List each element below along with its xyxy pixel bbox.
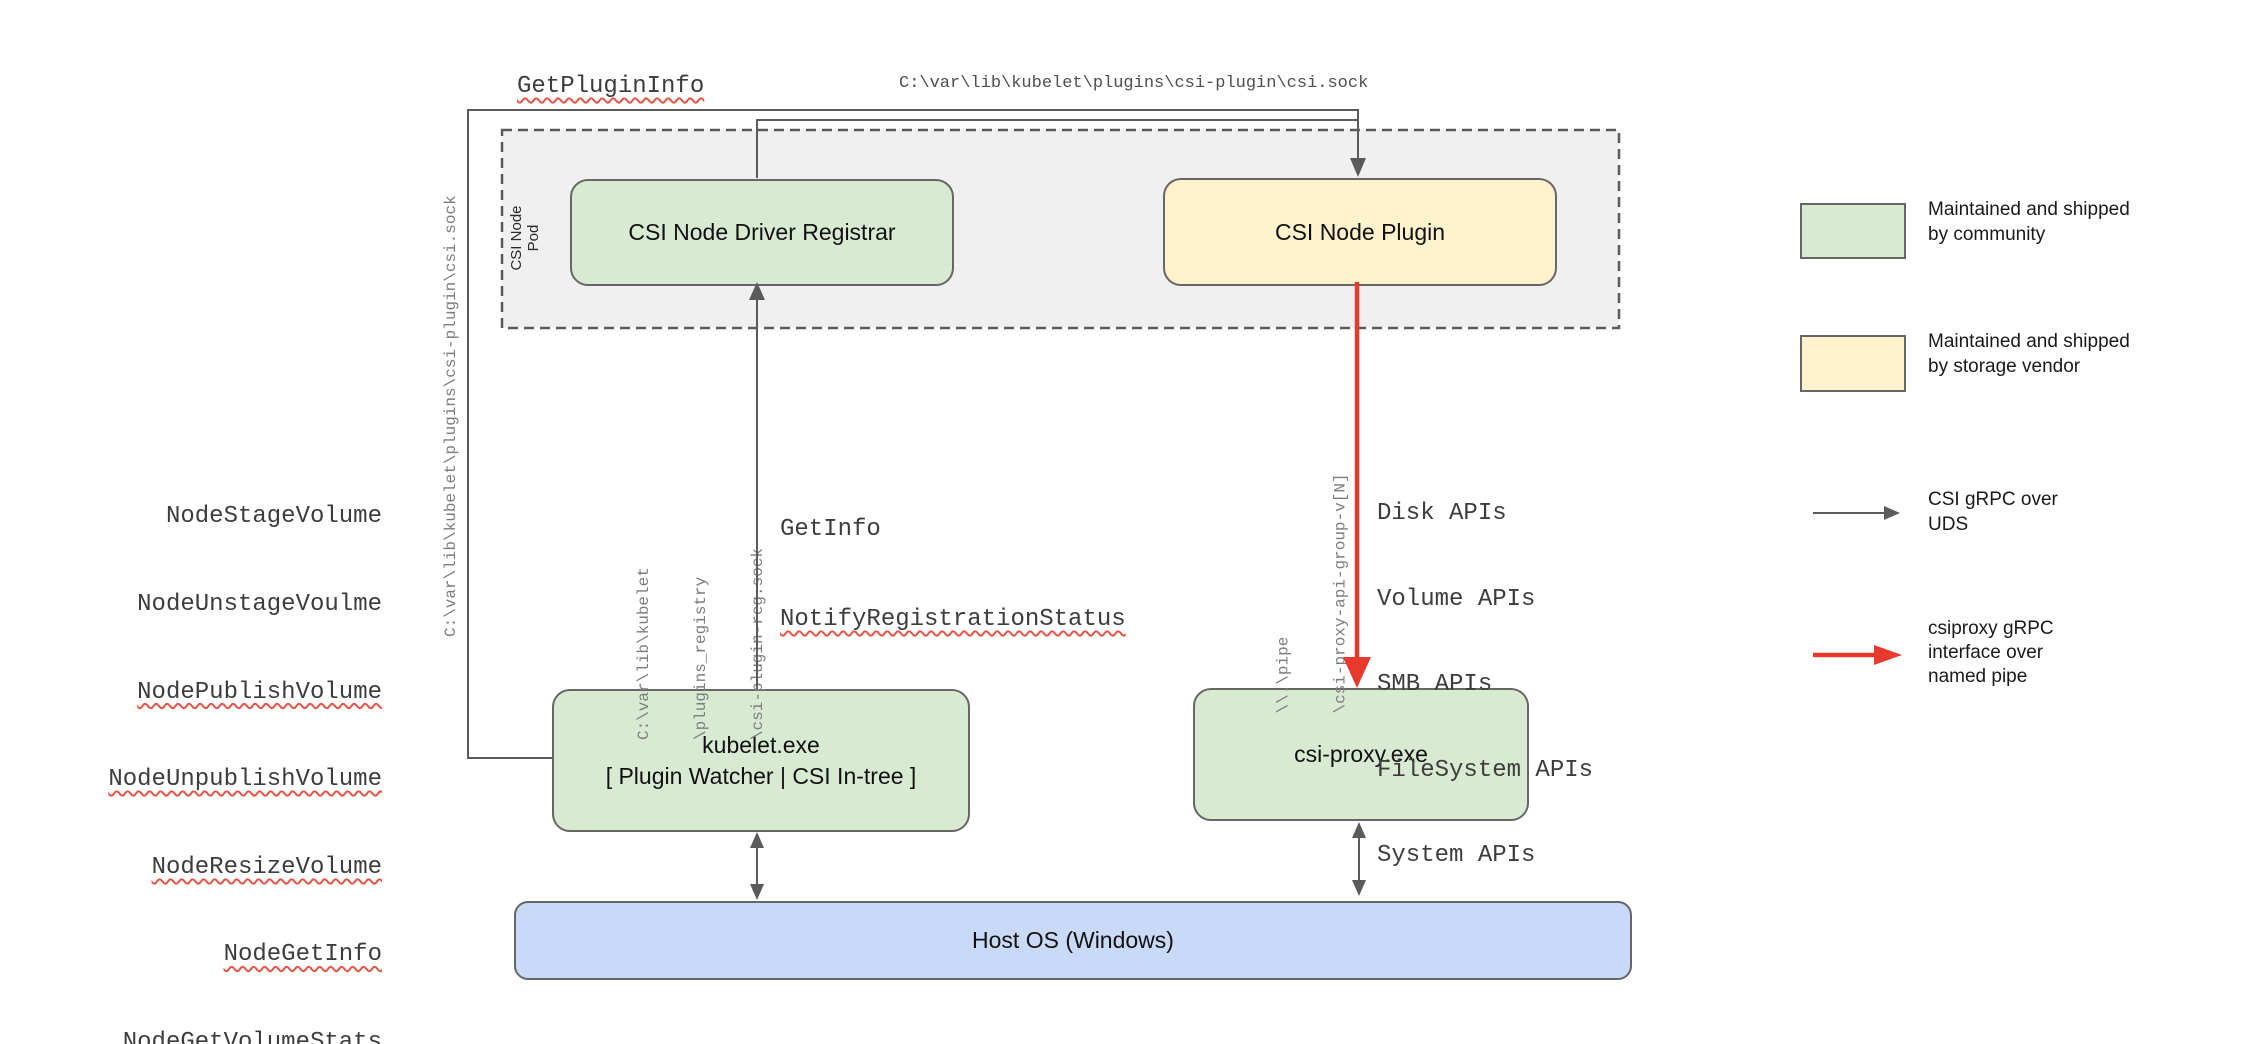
registry-socket-path-vertical: C:\var\lib\kubelet \plugins_registry \cs… [597,545,806,740]
legend-red-arrowhead [1874,645,1902,665]
pipe-path-line: \csi-proxy-api-group-v[N] [1331,473,1350,714]
legend-label-vendor: Maintained and shipped by storage vendor [1928,329,2130,379]
node-rpc-list: NodeStageVolume NodeUnstageVoulme NodePu… [82,444,382,1044]
rpc-node-get-info: NodeGetInfo [223,941,382,969]
legend-swatch-vendor [1800,335,1906,392]
named-pipe-path-vertical: \\.\pipe \csi-proxy-api-group-v[N] [1237,469,1389,714]
registry-path-line: \plugins_registry [692,576,710,740]
plugin-label: CSI Node Plugin [1274,218,1446,245]
host-os-label: Host OS (Windows) [972,927,1174,953]
arrowhead-up-kubelet [750,832,764,848]
legend-line: Maintained and shipped [1928,331,2130,352]
legend-line: CSI gRPC over [1928,489,2058,510]
legend-line: by community [1928,224,2046,245]
api-system: System APIs [1377,842,1536,869]
box-csi-node-driver-registrar: CSI Node Driver Registrar [570,179,954,286]
box-csi-node-plugin: CSI Node Plugin [1163,178,1557,286]
get-plugin-info-label: GetPluginInfo [517,73,705,100]
api-volume: Volume APIs [1377,585,1536,613]
legend-line: named pipe [1928,666,2028,687]
api-disk: Disk APIs [1377,500,1507,527]
arrowhead-into-plugin [1350,158,1366,177]
csi-node-pod-label: CSI Node Pod [508,205,542,271]
rpc-node-stage-volume: NodeStageVolume [165,503,382,531]
legend-line: interface over [1928,642,2044,663]
rpc-node-unstage-volume: NodeUnstageVoulme [137,591,382,619]
api-filesystem: FileSystem APIs [1377,756,1594,784]
api-group-list: Disk APIs Volume APIs SMB APIs FileSyste… [1377,443,1593,928]
left-socket-path-vertical: C:\var\lib\kubelet\plugins\csi-plugin\cs… [442,195,460,637]
legend-line: by storage vendor [1928,356,2081,377]
registry-path-line: \csi-plugin-reg.sock [749,547,767,740]
kubelet-sublabel: [ Plugin Watcher | CSI In-tree ] [605,762,917,789]
box-host-os: Host OS (Windows) [514,901,1632,980]
rpc-node-publish-volume: NodePublishVolume [137,678,382,706]
legend-label-uds: CSI gRPC over UDS [1928,487,2058,537]
rpc-node-resize-volume: NodeResizeVolume [151,853,382,881]
rpc-node-get-volume-stats: NodeGetVolumeStats [122,1029,382,1044]
legend-line: csiproxy gRPC [1928,618,2054,639]
legend-label-named-pipe: csiproxy gRPC interface over named pipe [1928,617,2054,689]
arrowhead-down-hostos-left [750,884,764,900]
arrowhead-up-csiproxy [1352,822,1366,838]
api-smb: SMB APIs [1377,671,1493,698]
registrar-label: CSI Node Driver Registrar [628,219,896,245]
pipe-path-line: \\.\pipe [1274,636,1293,714]
legend-line: UDS [1928,514,1969,535]
rpc-node-unpublish-volume: NodeUnpublishVolume [108,766,382,794]
registry-path-line: C:\var\lib\kubelet [635,567,653,740]
registration-rpc-list: GetInfo NotifyRegistrationStatus [780,455,1126,695]
legend-gray-arrowhead [1884,506,1900,520]
arrowhead-down-hostos-right [1352,880,1366,896]
legend-swatch-community [1800,203,1906,259]
arrow-registrar-to-plugin [756,119,1357,178]
legend-line: Maintained and shipped [1928,199,2130,220]
legend-label-community: Maintained and shipped by community [1928,197,2130,247]
rpc-get-info: GetInfo [780,516,881,543]
top-socket-path-label: C:\var\lib\kubelet\plugins\csi-plugin\cs… [899,74,1369,93]
rpc-notify-registration-status: NotifyRegistrationStatus [780,606,1126,633]
